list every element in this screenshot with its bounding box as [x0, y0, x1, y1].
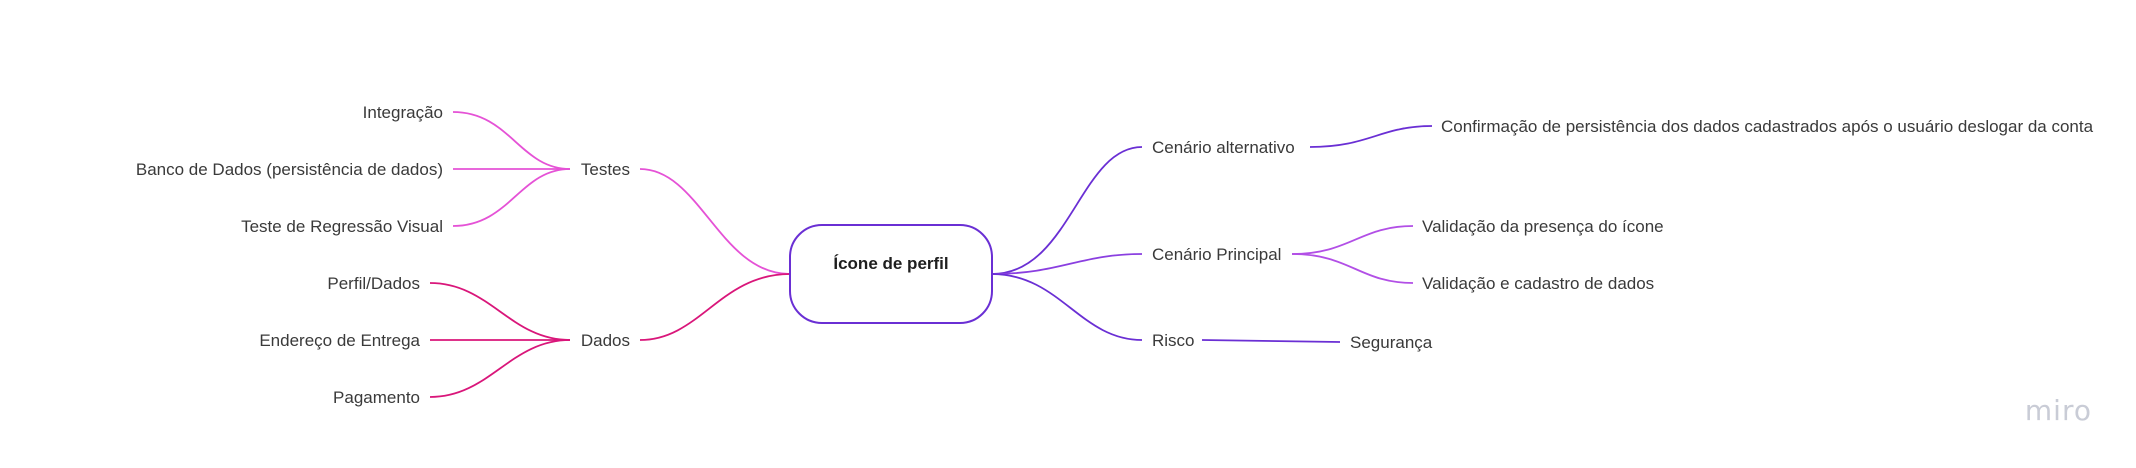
connector-dados-perfil: [429, 282, 571, 341]
connector-principal-presenca: [1291, 225, 1414, 255]
connector-root-cenario-principal: [991, 253, 1143, 275]
leaf-node-banco-de-dados[interactable]: Banco de Dados (persistência de dados): [136, 160, 443, 179]
leaf-node-endereco-entrega[interactable]: Endereço de Entrega: [259, 331, 420, 350]
leaf-node-validacao-cadastro[interactable]: Validação e cadastro de dados: [1422, 274, 1654, 293]
leaf-node-teste-regressao[interactable]: Teste de Regressão Visual: [241, 217, 443, 236]
connector-root-risco: [991, 273, 1143, 341]
root-node-label: Ícone de perfil: [833, 254, 948, 273]
leaf-node-confirmacao-persistencia[interactable]: Confirmação de persistência dos dados ca…: [1441, 117, 2094, 136]
connector-principal-cadastro: [1291, 253, 1414, 284]
branch-node-cenario-principal[interactable]: Cenário Principal: [1152, 245, 1281, 264]
leaf-node-perfil-dados[interactable]: Perfil/Dados: [327, 274, 420, 293]
connectors-right: [991, 125, 1433, 343]
root-node[interactable]: Ícone de perfil: [789, 224, 993, 324]
connector-root-cenario-alternativo: [991, 146, 1143, 275]
branch-node-testes[interactable]: Testes: [581, 160, 630, 179]
connector-alternativo-confirmacao: [1309, 125, 1433, 148]
leaf-node-integracao[interactable]: Integração: [363, 103, 443, 122]
connector-root-testes: [639, 168, 791, 275]
leaf-node-pagamento[interactable]: Pagamento: [333, 388, 420, 407]
branch-node-dados[interactable]: Dados: [581, 331, 630, 350]
root-node-box[interactable]: [789, 224, 993, 324]
branch-node-risco[interactable]: Risco: [1152, 331, 1195, 350]
connectors-left: [429, 111, 791, 398]
connector-testes-integracao: [452, 111, 571, 170]
leaf-node-validacao-presenca[interactable]: Validação da presença do ícone: [1422, 217, 1664, 236]
miro-logo: miro: [2025, 394, 2092, 427]
leaf-node-seguranca[interactable]: Segurança: [1350, 333, 1433, 352]
connector-root-dados: [639, 273, 791, 341]
connector-risco-seguranca: [1201, 339, 1341, 343]
connector-dados-pagamento: [429, 339, 571, 398]
connector-testes-regressao: [452, 168, 571, 227]
branch-node-cenario-alternativo[interactable]: Cenário alternativo: [1152, 138, 1295, 157]
